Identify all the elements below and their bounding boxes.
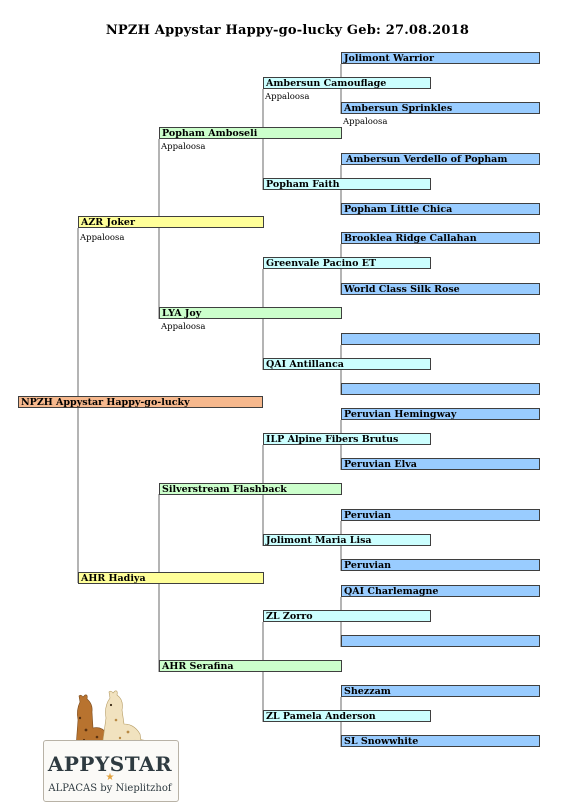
- star-icon: ★: [105, 772, 115, 783]
- sire-note: Appaloosa: [80, 233, 125, 243]
- g3-box-6: Jolimont Maria Lisa: [263, 534, 431, 546]
- g4-box-4: Popham Little Chica: [341, 203, 540, 215]
- g3-box-8: ZL Pamela Anderson: [263, 710, 431, 722]
- dam-box: AHR Hadiya: [78, 572, 264, 584]
- g4-box-13: QAI Charlemagne: [341, 585, 540, 597]
- g4-box-1: Jolimont Warrior: [341, 52, 540, 64]
- g3-box-3: Greenvale Pacino ET: [263, 257, 431, 269]
- pedigree-subject-box: NPZH Appystar Happy-go-lucky: [18, 396, 263, 408]
- g4-box-8: [341, 383, 540, 395]
- g3-box-1: Ambersun Camouflage: [263, 77, 431, 89]
- g4-note-2: Appaloosa: [343, 117, 388, 127]
- logo-wordmark: APPYSTAR: [47, 752, 173, 776]
- g4-box-9: Peruvian Hemingway: [341, 408, 540, 420]
- g4-box-14: [341, 635, 540, 647]
- g4-box-3: Ambersun Verdello of Popham: [341, 153, 540, 165]
- g4-box-10: Peruvian Elva: [341, 458, 540, 470]
- appystar-logo: APPYSTAR ★ ALPACAS by Nieplitzhof: [40, 690, 180, 802]
- g4-box-12: Peruvian: [341, 559, 540, 571]
- g4-box-11: Peruvian: [341, 509, 540, 521]
- sire-sire-box: Popham Amboseli: [159, 127, 342, 139]
- g3-box-4: QAI Antillanca: [263, 358, 431, 370]
- g3-note-1: Appaloosa: [265, 92, 310, 102]
- g3-box-5: ILP Alpine Fibers Brutus: [263, 433, 431, 445]
- logo-frame: [43, 740, 179, 802]
- g3-box-7: ZL Zorro: [263, 610, 431, 622]
- g4-box-6: World Class Silk Rose: [341, 283, 540, 295]
- sire-sire-note: Appaloosa: [161, 142, 206, 152]
- g4-box-2: Ambersun Sprinkles: [341, 102, 540, 114]
- g3-box-2: Popham Faith: [263, 178, 431, 190]
- sire-dam-box: LYA Joy: [159, 307, 342, 319]
- g4-box-7: [341, 333, 540, 345]
- sire-dam-note: Appaloosa: [161, 322, 206, 332]
- dam-sire-box: Silverstream Flashback: [159, 483, 342, 495]
- g4-box-16: SL Snowwhite: [341, 735, 540, 747]
- sire-box: AZR Joker: [78, 216, 264, 228]
- dam-dam-box: AHR Serafina: [159, 660, 342, 672]
- g4-box-5: Brooklea Ridge Callahan: [341, 232, 540, 244]
- g4-box-15: Shezzam: [341, 685, 540, 697]
- pedigree-title: NPZH Appystar Happy-go-lucky Geb: 27.08.…: [105, 23, 470, 38]
- logo-tagline: ALPACAS by Nieplitzhof: [48, 783, 172, 794]
